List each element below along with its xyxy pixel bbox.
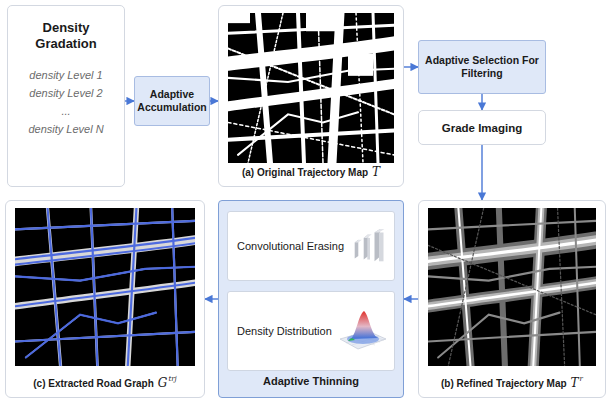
road-graph-image — [15, 208, 195, 366]
flow-arrow — [481, 145, 482, 200]
caption-row: (c) Extracted Road Graph Gtrj — [33, 376, 177, 390]
figure-caption: (a) Original Trajectory Map — [242, 167, 368, 178]
math-symbol: T — [372, 165, 380, 179]
flow-arrow — [481, 94, 482, 110]
figure-caption: (c) Extracted Road Graph — [33, 378, 154, 389]
conv-layers-icon — [352, 226, 388, 266]
math-symbol: r — [580, 375, 583, 383]
group-panel: Adaptive Thinning Convolutional Erasing … — [218, 200, 404, 398]
refined-map-image — [428, 208, 596, 366]
trajectory-map-image — [228, 13, 394, 163]
list-item: ... — [61, 102, 70, 120]
step-box: Density Distribution — [227, 291, 395, 371]
list-item: density Level 2 — [29, 84, 102, 102]
image-panel: (a) Original Trajectory Map T — [218, 5, 404, 187]
step-box: Convolutional Erasing — [227, 211, 395, 281]
caption-row: (b) Refined Trajectory Map Tr — [441, 376, 583, 390]
box-label: Adaptive Selection For Filtering — [422, 54, 542, 80]
list-item: density Level 1 — [29, 66, 102, 84]
process-box: Adaptive Accumulation — [134, 76, 210, 126]
caption-row: (a) Original Trajectory Map T — [242, 165, 380, 179]
box-label: Density Distribution — [237, 325, 332, 337]
flow-arrow — [404, 66, 418, 67]
math-symbol: T — [571, 376, 579, 390]
flow-arrow — [404, 298, 418, 299]
flow-arrow — [205, 298, 218, 299]
process-box: Adaptive Selection For Filtering — [418, 40, 546, 94]
flow-arrow — [210, 100, 218, 101]
box-label: Convolutional Erasing — [237, 240, 344, 252]
math-symbol: G — [158, 376, 168, 390]
image-panel: (c) Extracted Road Graph Gtrj — [5, 200, 205, 398]
image-panel: (b) Refined Trajectory Map Tr — [418, 200, 606, 398]
box-title: Density Gradation — [26, 20, 106, 52]
flow-arrow — [125, 100, 134, 101]
box-label: Adaptive Thinning — [263, 375, 359, 387]
figure-caption: (b) Refined Trajectory Map — [441, 378, 567, 389]
math-symbol: trj — [168, 375, 176, 383]
density-plot-icon — [338, 306, 388, 352]
input-box: Density Gradationdensity Level 1density … — [7, 5, 125, 187]
list-item: density Level N — [28, 120, 103, 138]
box-label: Grade Imaging — [442, 122, 523, 134]
box-label: Adaptive Accumulation — [137, 88, 206, 114]
process-box: Grade Imaging — [418, 110, 546, 145]
